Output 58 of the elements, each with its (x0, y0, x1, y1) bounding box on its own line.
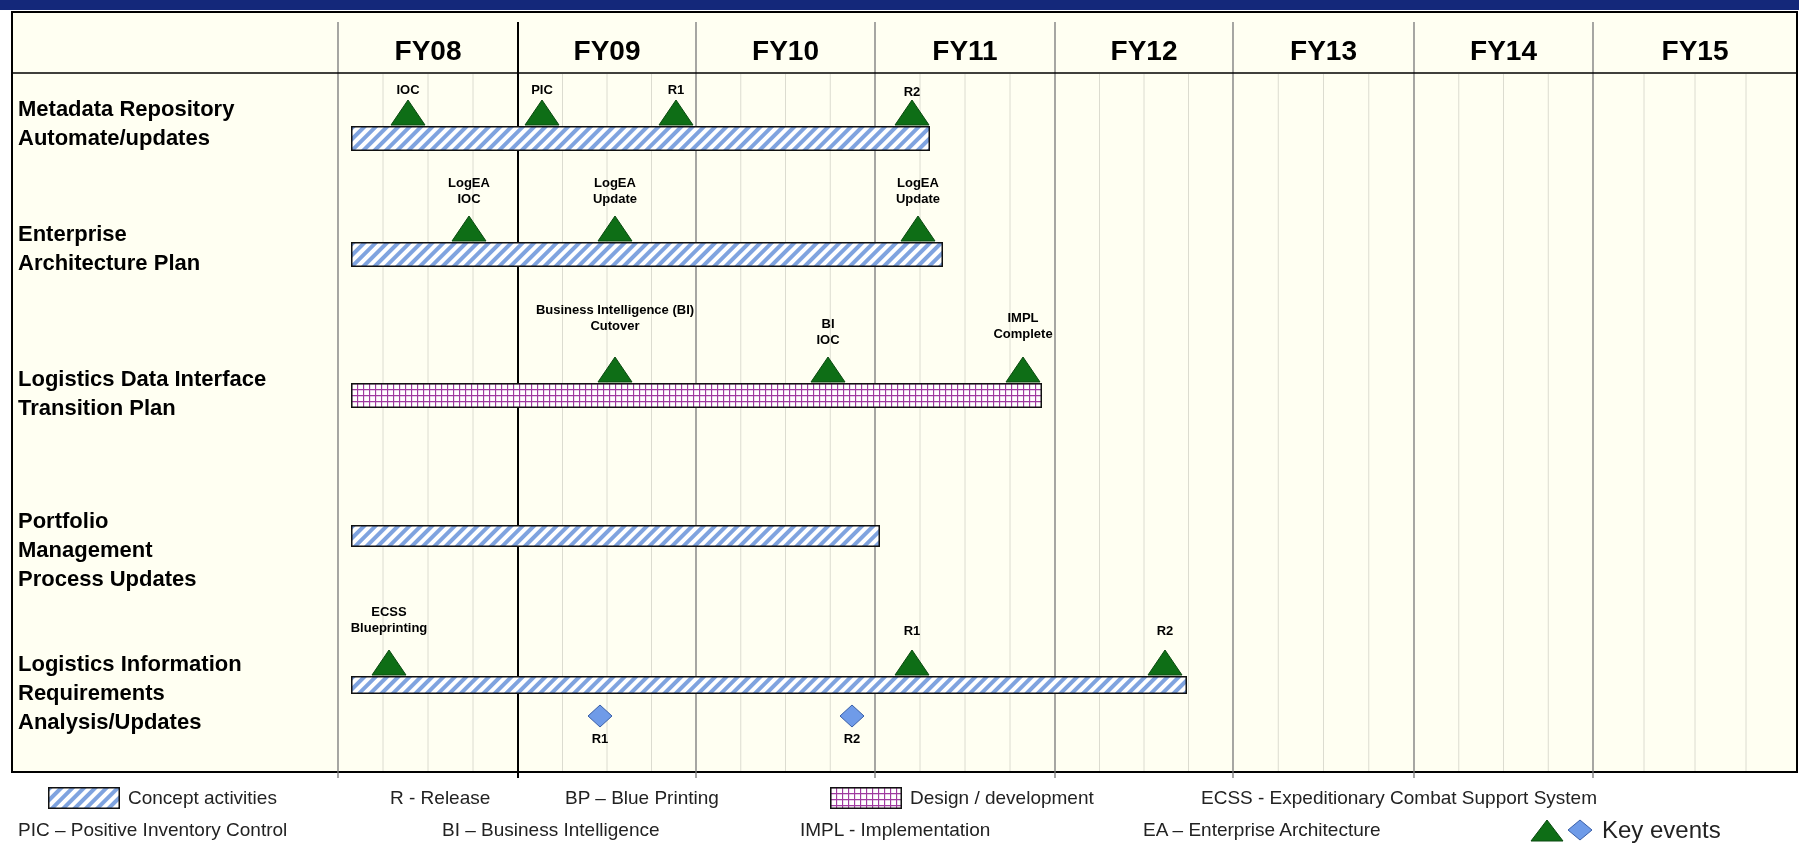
milestone-triangle (894, 649, 930, 676)
milestone-triangle (810, 356, 846, 383)
milestone-triangle (451, 215, 487, 242)
abbreviation-note: IMPL - Implementation (800, 818, 991, 842)
activity-bar (351, 242, 943, 267)
milestone-label: PIC (530, 82, 554, 98)
year-header: FY11 (931, 34, 999, 68)
milestone-diamond (839, 704, 865, 728)
abbreviation-note: PIC – Positive Inventory Control (18, 818, 288, 842)
development-bar (351, 383, 1042, 408)
milestone-label: IMPL Complete (992, 310, 1054, 342)
abbreviation-note: ECSS - Expeditionary Combat Support System (1201, 786, 1597, 810)
milestone-triangle (390, 99, 426, 126)
milestone-label: R1 (902, 623, 922, 639)
milestone-diamond (587, 704, 613, 728)
year-header: FY14 (1469, 34, 1538, 68)
milestone-label: R2 (902, 84, 922, 100)
milestone-triangle (371, 649, 407, 676)
legend-text: Design / development (910, 786, 1094, 810)
milestone-label: LogEA Update (894, 175, 942, 207)
year-header: FY13 (1289, 34, 1358, 68)
milestone-triangle (1005, 356, 1041, 383)
milestone-triangle (1147, 649, 1183, 676)
milestone-label: Business Intelligence (BI) Cutover (535, 302, 695, 334)
year-header: FY12 (1109, 34, 1179, 68)
task-label: Portfolio Management Process Updates (18, 507, 198, 593)
abbreviation-note: EA – Enterprise Architecture (1143, 818, 1381, 842)
task-label: Logistics Information Requirements Analysis/Updates (18, 650, 243, 736)
abbreviation-note: BI – Business Intelligence (442, 818, 660, 842)
legend-text: Key events (1602, 818, 1721, 842)
milestone-label: ECSS Blueprinting (349, 604, 429, 636)
task-label: Metadata Repository Automate/updates (18, 95, 236, 152)
milestone-label: LogEA IOC (447, 175, 491, 207)
activity-bar (351, 676, 1187, 694)
task-label: Enterprise Architecture Plan (18, 220, 202, 277)
milestone-label: R2 (842, 731, 862, 747)
milestone-label: R2 (1155, 623, 1175, 639)
abbreviation-note: BP – Blue Printing (565, 786, 719, 810)
year-header: FY09 (572, 34, 642, 68)
year-header: FY10 (751, 34, 820, 68)
abbreviation-note: R - Release (390, 786, 491, 810)
milestone-label: R1 (666, 82, 686, 98)
activity-bar (351, 525, 880, 547)
milestone-triangle (658, 99, 694, 126)
milestone-label: R1 (590, 731, 610, 747)
milestone-triangle (524, 99, 560, 126)
milestone-label: BI IOC (815, 316, 841, 348)
milestone-triangle (597, 215, 633, 242)
year-header: FY15 (1660, 34, 1730, 68)
milestone-triangle (597, 356, 633, 383)
legend-text: Concept activities (128, 786, 277, 810)
milestone-triangle (900, 215, 936, 242)
year-header: FY08 (393, 34, 463, 68)
milestone-label: LogEA Update (591, 175, 639, 207)
milestone-triangle (894, 99, 930, 126)
activity-bar (351, 126, 930, 151)
task-label: Logistics Data Interface Transition Plan (18, 365, 268, 422)
milestone-label: IOC (395, 82, 421, 98)
